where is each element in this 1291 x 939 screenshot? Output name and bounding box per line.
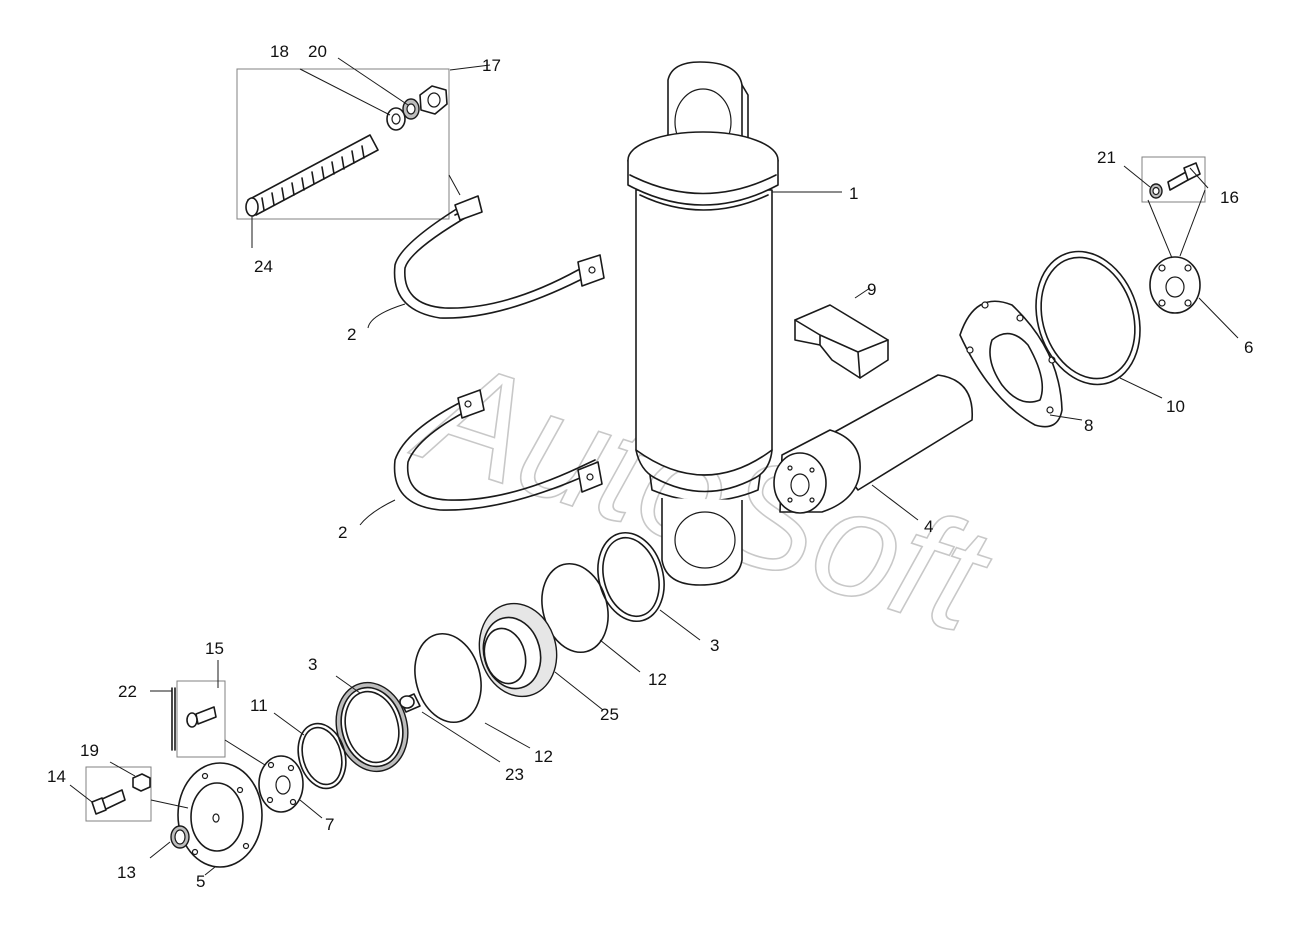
callout-9: 9 (867, 280, 876, 299)
part-15-bolt (186, 706, 217, 728)
callout-12-lower: 12 (534, 747, 553, 766)
callout-13: 13 (117, 863, 136, 882)
part-14-bolt (91, 789, 126, 815)
callout-22: 22 (118, 682, 137, 701)
fastener-group-box-right (1141, 156, 1206, 203)
part-23-plug (399, 693, 421, 713)
callout-6: 6 (1244, 338, 1253, 357)
part-9-block (794, 304, 889, 379)
callout-16: 16 (1220, 188, 1239, 207)
callout-12-upper: 12 (648, 670, 667, 689)
part-10-ring (1035, 250, 1141, 386)
part-7-plate (258, 755, 304, 813)
callout-17: 17 (482, 56, 501, 75)
part-4-piston-rod (773, 374, 973, 514)
callout-20: 20 (308, 42, 327, 61)
part-12-ring-upper (541, 562, 609, 654)
part-21-washer (1149, 183, 1163, 199)
fastener-group-box-left (176, 680, 226, 758)
callout-25: 25 (600, 705, 619, 724)
part-11-ring (297, 722, 347, 790)
callout-3-upper: 3 (710, 636, 719, 655)
callout-8: 8 (1084, 416, 1093, 435)
part-20-spring-washer (402, 98, 420, 120)
part-16-bolt (1167, 162, 1201, 191)
part-22-pin (171, 687, 176, 751)
part-24-threaded-rod (245, 134, 379, 217)
part-3-ring-lower (335, 681, 409, 773)
part-6-plate (1149, 256, 1201, 314)
part-1-cylinder (627, 61, 779, 586)
callout-5: 5 (196, 872, 205, 891)
leader-lines (69, 57, 1239, 876)
callout-10: 10 (1166, 397, 1185, 416)
callout-4: 4 (924, 517, 933, 536)
part-12-ring-lower (414, 632, 482, 724)
fastener-group-box-top (236, 68, 450, 220)
part-13-ring (170, 825, 190, 849)
callout-1: 1 (849, 184, 858, 203)
callout-19: 19 (80, 741, 99, 760)
callout-21: 21 (1097, 148, 1116, 167)
callout-14: 14 (47, 767, 66, 786)
callout-3-lower: 3 (308, 655, 317, 674)
part-17-nut (419, 85, 448, 115)
part-2-clamp-lower (393, 389, 603, 511)
callout-18: 18 (270, 42, 289, 61)
callout-15: 15 (205, 639, 224, 658)
part-18-washer (386, 107, 406, 131)
part-2-clamp-upper (393, 195, 605, 319)
part-25-bushing (478, 602, 558, 698)
part-19-nut (132, 773, 151, 792)
callout-2-lower: 2 (338, 523, 347, 542)
callout-2-upper: 2 (347, 325, 356, 344)
callout-7: 7 (325, 815, 334, 834)
callout-11: 11 (250, 696, 268, 715)
callout-23: 23 (505, 765, 524, 784)
callout-24: 24 (254, 257, 273, 276)
part-5-cover (177, 762, 263, 868)
callout-labels: 1 2 2 3 3 4 5 6 7 8 9 10 11 12 12 13 14 … (47, 42, 1253, 891)
part-8-flange (959, 300, 1063, 428)
